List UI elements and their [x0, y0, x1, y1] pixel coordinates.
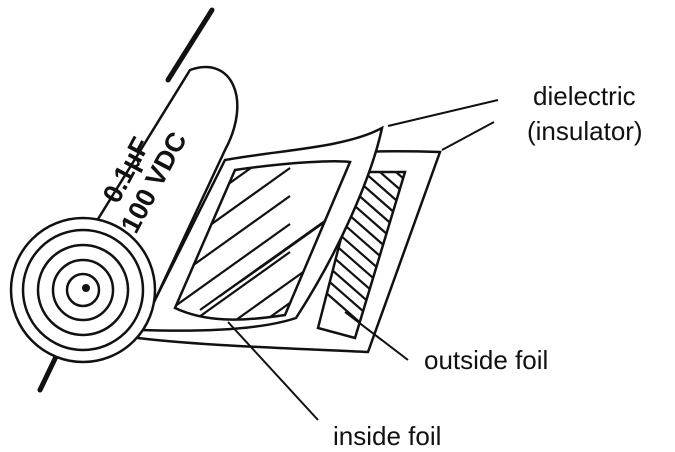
dielectric-leader-2 [441, 121, 495, 151]
dielectric-leader-1 [387, 99, 499, 127]
top-lead-wire [165, 7, 215, 83]
label-inside-foil: inside foil [333, 421, 441, 451]
label-dielectric: dielectric [533, 81, 636, 111]
label-insulator: (insulator) [527, 116, 643, 146]
inside-foil-leader [227, 321, 319, 421]
label-outside-foil: outside foil [424, 345, 548, 375]
outside-foil-leader [344, 311, 409, 361]
capacitor-roll [9, 65, 239, 364]
